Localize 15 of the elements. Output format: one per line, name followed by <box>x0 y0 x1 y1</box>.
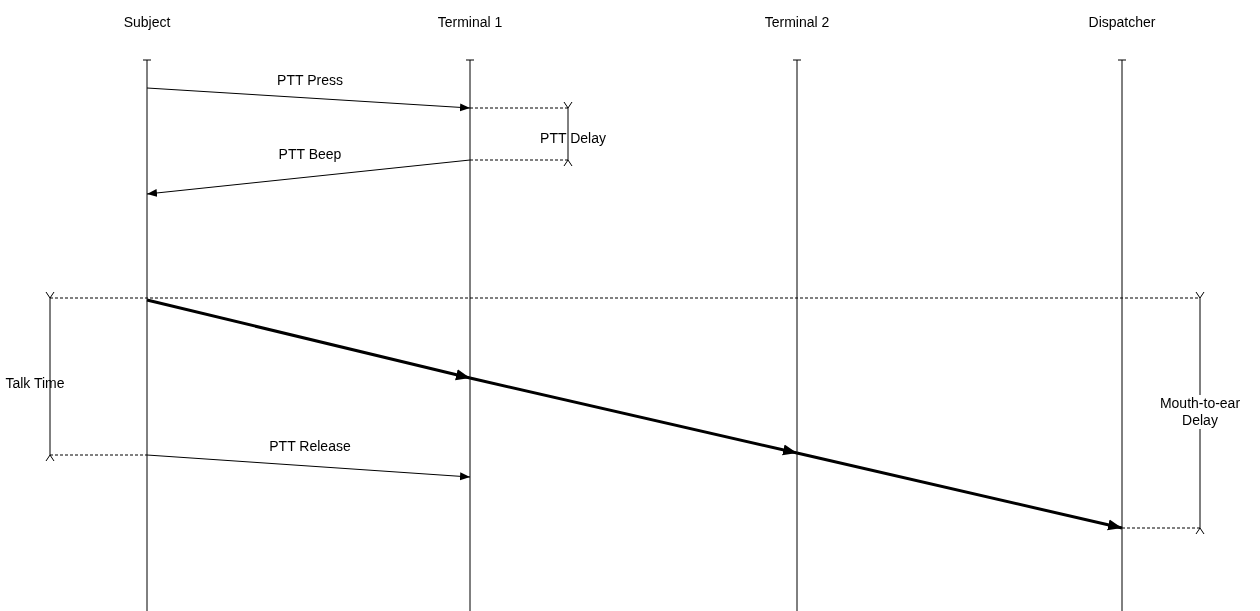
edge-label: PTT Beep <box>278 146 342 163</box>
message-arrow <box>146 298 471 381</box>
lifeline-label: Dispatcher <box>1088 14 1156 31</box>
message-arrow <box>796 451 1123 531</box>
message-arrow <box>146 454 471 481</box>
dimension-label: Talk Time <box>5 375 65 392</box>
message-arrow <box>146 87 471 112</box>
dimension-label: PTT Delay <box>540 130 606 147</box>
edge-label: PTT Press <box>277 72 343 89</box>
message-arrow <box>469 376 798 456</box>
lifeline-label: Terminal 1 <box>437 14 503 31</box>
edge-label: PTT Release <box>269 438 351 455</box>
lifeline-label: Terminal 2 <box>764 14 830 31</box>
message-arrow <box>146 159 471 197</box>
lifeline-label: Subject <box>123 14 171 31</box>
